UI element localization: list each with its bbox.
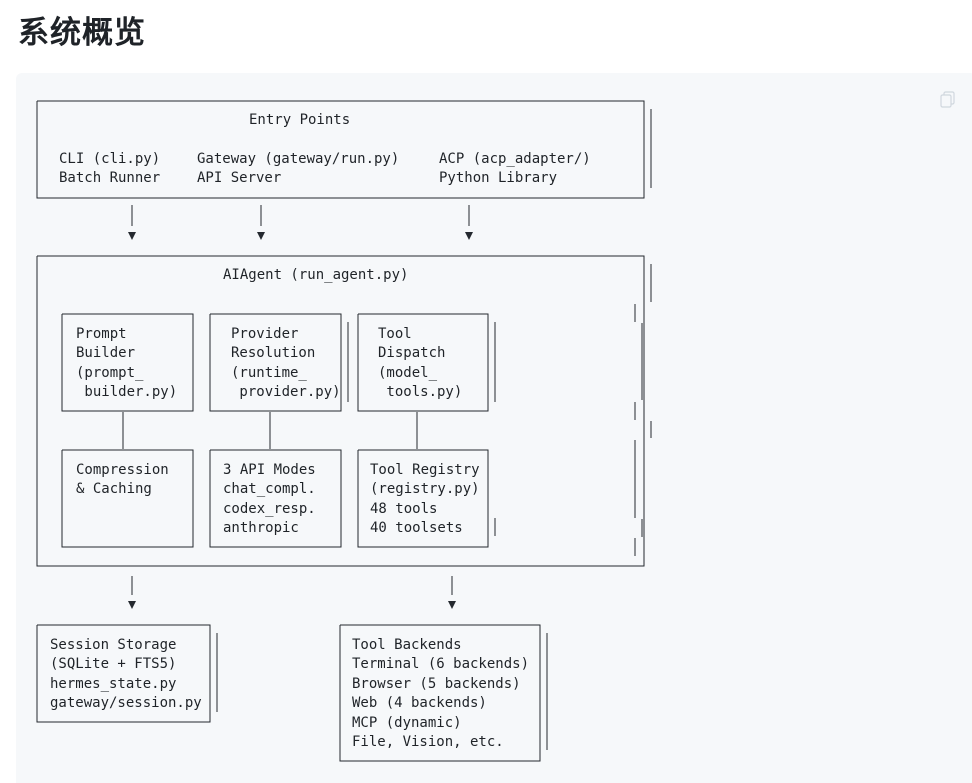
provider-resolution-line: provider.py) bbox=[231, 384, 341, 400]
copy-icon bbox=[940, 91, 955, 108]
api-modes-line: 3 API Modes bbox=[223, 462, 316, 478]
prompt-builder-line: Builder bbox=[76, 345, 135, 361]
arrow-down-icon bbox=[448, 601, 456, 609]
session-storage-line: Session Storage bbox=[50, 637, 176, 653]
tool-registry-border bbox=[357, 449, 489, 548]
provider-resolution-line: Resolution bbox=[231, 345, 315, 361]
arrow-down-icon bbox=[465, 232, 473, 240]
entry-gateway: Gateway (gateway/run.py) bbox=[197, 151, 399, 167]
session-storage-box: Session Storage (SQLite + FTS5) hermes_s… bbox=[36, 624, 218, 723]
code-block bbox=[16, 73, 972, 783]
tool-backends-line: Terminal (6 backends) bbox=[352, 656, 529, 672]
entry-python-library: Python Library bbox=[439, 170, 557, 186]
arrow-down-icon bbox=[128, 601, 136, 609]
prompt-builder-box: Prompt Builder (prompt_ builder.py) bbox=[61, 313, 194, 412]
tool-registry-line: 40 toolsets bbox=[370, 520, 463, 536]
tool-backends-line: Tool Backends bbox=[352, 637, 462, 653]
entry-acp: ACP (acp_adapter/) bbox=[439, 151, 591, 167]
tool-backends-line: MCP (dynamic) bbox=[352, 715, 462, 731]
provider-resolution-border bbox=[209, 313, 342, 412]
tool-registry-box: Tool Registry (registry.py) 48 tools 40 … bbox=[357, 449, 496, 548]
entry-points-box: Entry Points CLI (cli.py) Batch Runner G… bbox=[36, 100, 652, 199]
prompt-builder-border bbox=[61, 313, 194, 412]
compression-line: Compression bbox=[76, 462, 169, 478]
tool-dispatch-line: (model_ bbox=[378, 365, 438, 381]
tool-dispatch-line: Tool bbox=[378, 326, 412, 342]
tool-backends-box: Tool Backends Terminal (6 backends) Brow… bbox=[339, 624, 548, 762]
entry-points-title: Entry Points bbox=[249, 112, 350, 128]
provider-resolution-line: Provider bbox=[231, 326, 298, 342]
api-modes-line: chat_compl. bbox=[223, 481, 316, 497]
tool-registry-line: 48 tools bbox=[370, 501, 437, 517]
arrow-down-icon bbox=[128, 232, 136, 240]
tool-dispatch-box: Tool Dispatch (model_ tools.py) bbox=[357, 313, 496, 412]
arrow-down-icon bbox=[257, 232, 265, 240]
api-modes-line: anthropic bbox=[223, 520, 299, 536]
compression-line: & Caching bbox=[76, 481, 152, 497]
prompt-builder-line: builder.py) bbox=[76, 384, 177, 400]
entry-cli: CLI (cli.py) bbox=[59, 151, 160, 167]
tool-backends-border bbox=[339, 624, 541, 762]
connectors-entry-to-agent bbox=[128, 205, 473, 240]
session-storage-line: hermes_state.py bbox=[50, 676, 176, 692]
tool-backends-line: File, Vision, etc. bbox=[352, 734, 504, 750]
provider-resolution-box: Provider Resolution (runtime_ provider.p… bbox=[209, 313, 349, 412]
entry-api-server: API Server bbox=[197, 170, 281, 186]
prompt-builder-line: (prompt_ bbox=[76, 365, 144, 381]
tool-dispatch-line: Dispatch bbox=[378, 345, 445, 361]
session-storage-line: (SQLite + FTS5) bbox=[50, 656, 176, 672]
api-modes-border bbox=[209, 449, 342, 548]
tool-dispatch-border bbox=[357, 313, 489, 412]
tool-dispatch-line: tools.py) bbox=[378, 384, 462, 400]
entry-points-border bbox=[36, 100, 645, 199]
prompt-builder-line: Prompt bbox=[76, 326, 127, 342]
page-title: 系统概览 bbox=[18, 15, 146, 51]
tool-registry-line: (registry.py) bbox=[370, 481, 480, 497]
entry-batch-runner: Batch Runner bbox=[59, 170, 160, 186]
provider-resolution-line: (runtime_ bbox=[231, 365, 307, 381]
compression-box: Compression & Caching bbox=[61, 449, 194, 548]
tool-backends-line: Browser (5 backends) bbox=[352, 676, 521, 692]
api-modes-line: codex_resp. bbox=[223, 501, 316, 517]
session-storage-line: gateway/session.py bbox=[50, 695, 202, 711]
tool-registry-line: Tool Registry bbox=[370, 462, 480, 478]
copy-button[interactable] bbox=[934, 87, 962, 113]
tool-backends-line: Web (4 backends) bbox=[352, 695, 487, 711]
compression-border bbox=[61, 449, 194, 548]
api-modes-box: 3 API Modes chat_compl. codex_resp. anth… bbox=[209, 449, 342, 548]
aiagent-title: AIAgent (run_agent.py) bbox=[223, 267, 408, 283]
session-storage-border bbox=[36, 624, 211, 723]
aiagent-border bbox=[36, 255, 645, 567]
aiagent-box: AIAgent (run_agent.py) Prompt Builder (p… bbox=[36, 255, 652, 567]
connectors-agent-to-backends bbox=[128, 576, 456, 609]
